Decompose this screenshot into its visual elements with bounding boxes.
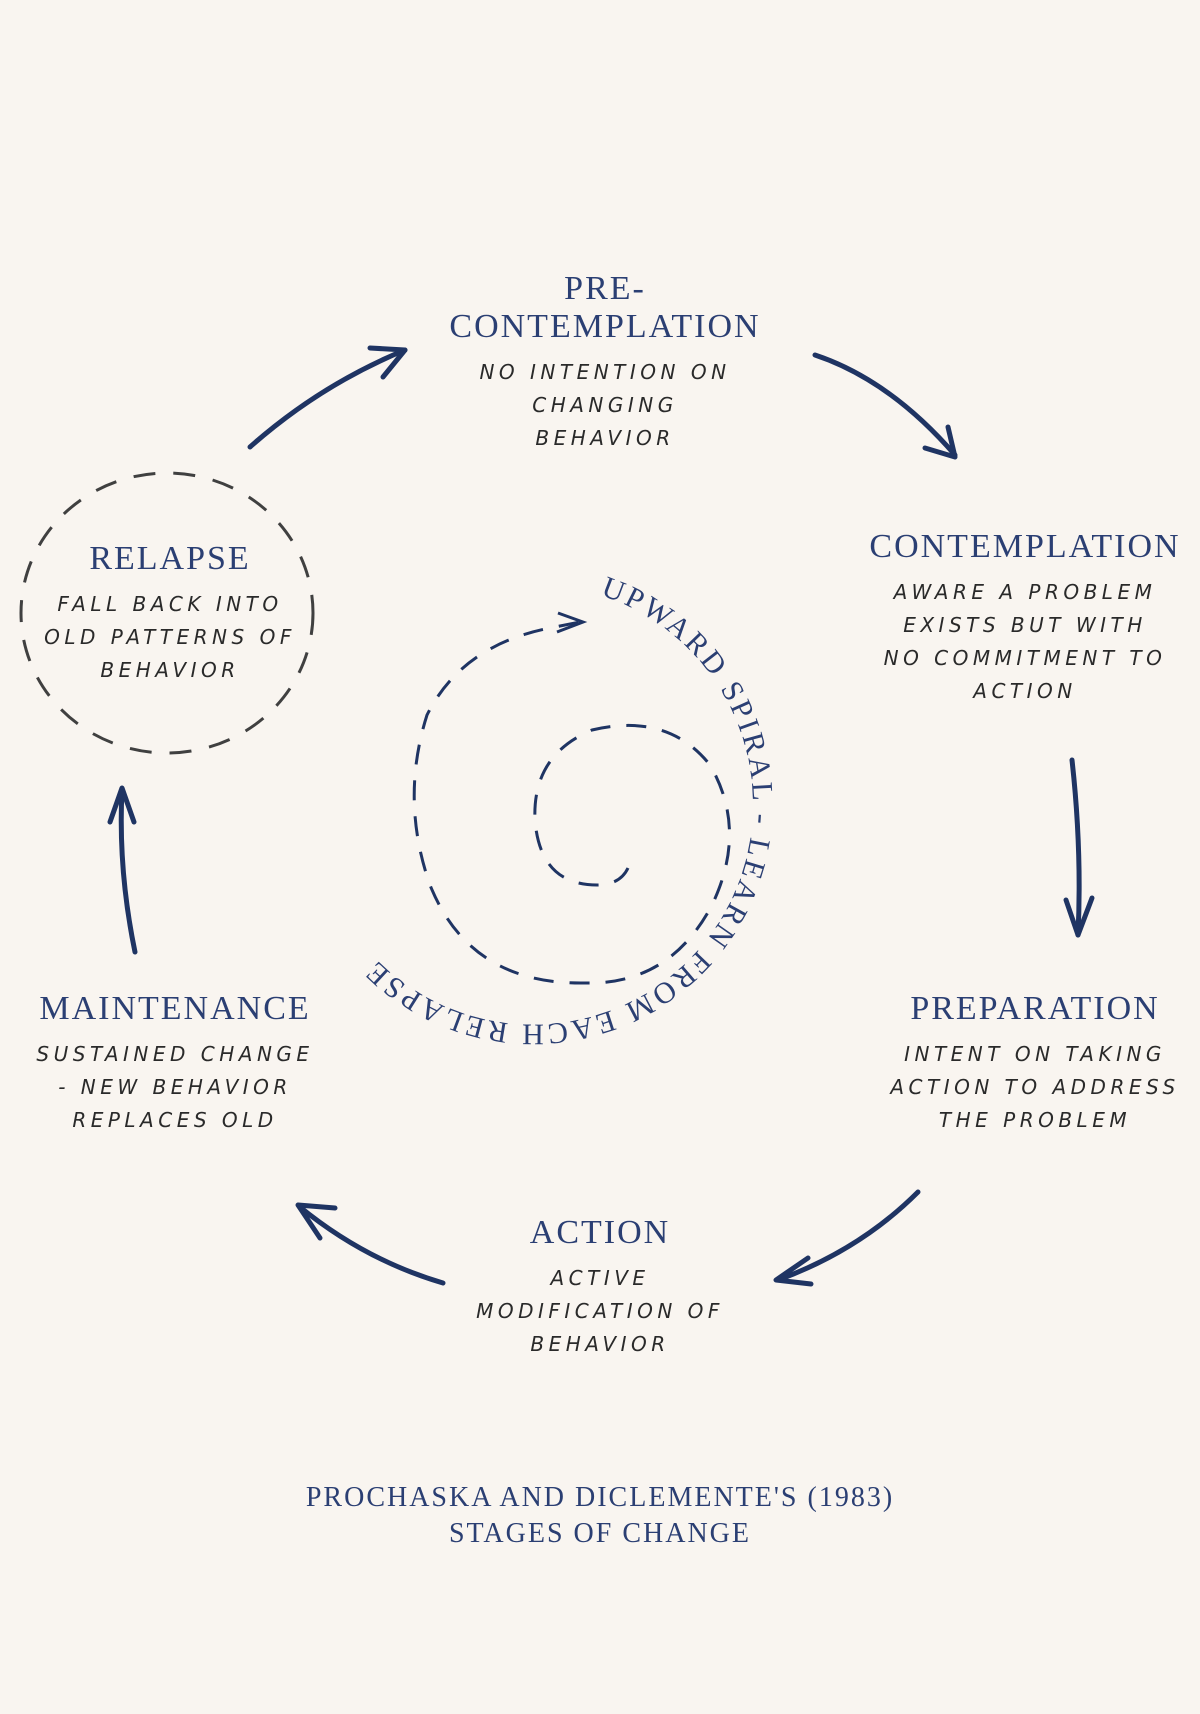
arrow-maintenance-to-relapse xyxy=(118,787,138,955)
stage-relapse: RELAPSE FALL BACK INTO OLD PATTERNS OF B… xyxy=(20,540,320,687)
description-line: SUSTAINED CHANGE xyxy=(36,1042,314,1066)
description-line: AWARE A PROBLEM xyxy=(893,580,1157,604)
description-line: ACTION xyxy=(973,679,1077,703)
description-line: ACTIVE xyxy=(550,1266,650,1290)
description-line: NO COMMITMENT TO xyxy=(883,646,1167,670)
arrow-precontemplation-to-contemplation-head xyxy=(922,424,958,460)
description-line: THE PROBLEM xyxy=(938,1108,1132,1132)
stage-precontemplation: PRE- CONTEMPLATION NO INTENTION ON CHANG… xyxy=(410,270,800,455)
caption-line: PROCHASKA AND DICLEMENTE'S (1983) xyxy=(305,1482,895,1513)
stage-title: PRE- CONTEMPLATION xyxy=(410,270,800,346)
description-line: MODIFICATION OF xyxy=(476,1299,724,1323)
stage-maintenance: MAINTENANCE SUSTAINED CHANGE - NEW BEHAV… xyxy=(15,990,335,1137)
stage-title: PREPARATION xyxy=(910,990,1160,1027)
description-line: EXISTS BUT WITH xyxy=(903,613,1147,637)
arrow-contemplation-to-preparation-head xyxy=(1063,895,1095,938)
stage-contemplation: CONTEMPLATION AWARE A PROBLEM EXISTS BUT… xyxy=(855,528,1195,708)
arrow-maintenance-to-relapse-head xyxy=(107,785,137,825)
description-line: REPLACES OLD xyxy=(72,1108,278,1132)
stage-action: ACTION ACTIVE MODIFICATION OF BEHAVIOR xyxy=(430,1214,770,1361)
arrow-action-to-maintenance-head xyxy=(295,1202,338,1241)
description-line: OLD PATTERNS OF xyxy=(44,625,296,649)
stage-description: ACTIVE MODIFICATION OF BEHAVIOR xyxy=(430,1262,770,1361)
description-line: BEHAVIOR xyxy=(530,1332,670,1356)
stage-title: RELAPSE xyxy=(89,540,251,577)
relapse-dashed-circle xyxy=(19,471,315,755)
title-line: PRE- xyxy=(564,270,646,307)
diagram-caption: PROCHASKA AND DICLEMENTE'S (1983) STAGES… xyxy=(0,1480,1200,1552)
description-line: NO INTENTION ON xyxy=(479,360,731,384)
arrow-preparation-to-action-head xyxy=(773,1255,814,1287)
description-line: - NEW BEHAVIOR xyxy=(58,1075,292,1099)
upward-spiral-arrowhead xyxy=(556,611,588,634)
arrow-relapse-to-precontemplation xyxy=(247,347,408,450)
stage-preparation: PREPARATION INTENT ON TAKING ACTION TO A… xyxy=(870,990,1200,1137)
stage-description: INTENT ON TAKING ACTION TO ADDRESS THE P… xyxy=(870,1038,1200,1137)
stage-title: CONTEMPLATION xyxy=(869,528,1181,565)
stage-description: AWARE A PROBLEM EXISTS BUT WITH NO COMMI… xyxy=(855,576,1195,708)
description-line: INTENT ON TAKING xyxy=(904,1042,1166,1066)
spiral-label: UPWARD SPIRAL - LEARN FROM EACH RELAPSE xyxy=(358,570,779,1050)
arrow-contemplation-to-preparation xyxy=(1069,757,1082,938)
arrow-relapse-to-precontemplation-head xyxy=(367,345,408,380)
stage-description: FALL BACK INTO OLD PATTERNS OF BEHAVIOR xyxy=(20,588,320,687)
description-line: FALL BACK INTO xyxy=(57,592,283,616)
description-line: ACTION TO ADDRESS xyxy=(890,1075,1180,1099)
title-line: CONTEMPLATION xyxy=(449,308,761,345)
stage-description: NO INTENTION ON CHANGING BEHAVIOR xyxy=(410,356,800,455)
stage-title: MAINTENANCE xyxy=(39,990,311,1027)
description-line: CHANGING xyxy=(532,393,678,417)
caption-line: STAGES OF CHANGE xyxy=(448,1518,751,1549)
stage-title: ACTION xyxy=(529,1214,671,1251)
arrow-action-to-maintenance xyxy=(297,1204,446,1286)
stage-description: SUSTAINED CHANGE - NEW BEHAVIOR REPLACES… xyxy=(15,1038,335,1137)
upward-spiral xyxy=(412,620,731,985)
description-line: BEHAVIOR xyxy=(100,658,240,682)
arrow-precontemplation-to-contemplation xyxy=(812,352,958,458)
arrow-preparation-to-action xyxy=(775,1189,921,1283)
description-line: BEHAVIOR xyxy=(535,426,675,450)
